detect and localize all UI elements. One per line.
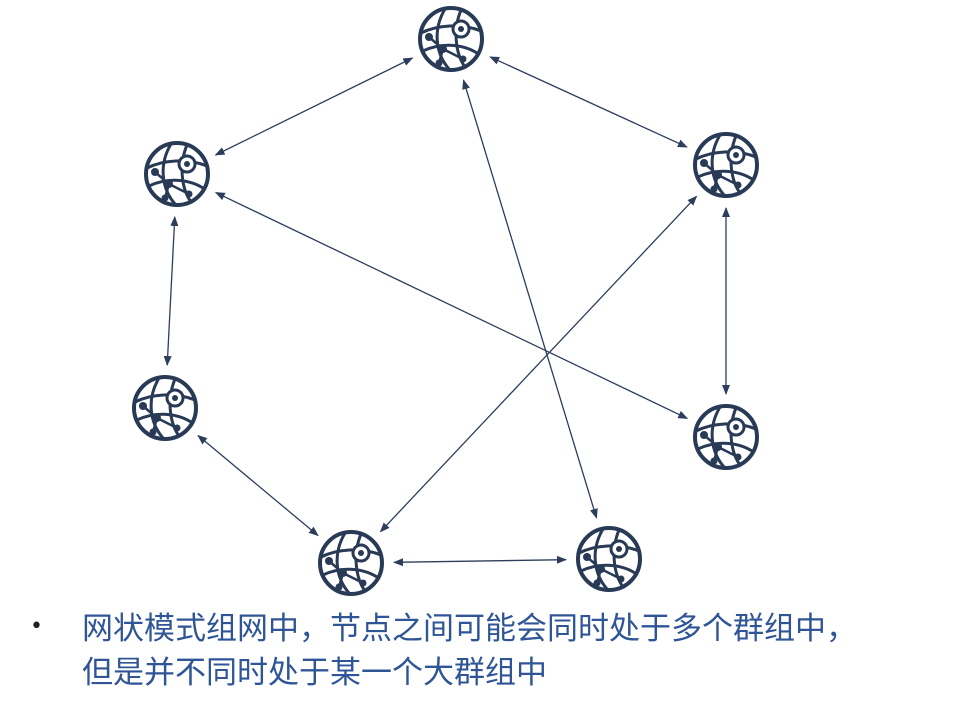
globe-network-icon-n-upper-right: [693, 132, 759, 198]
globe-network-icon-n-bottom-left: [318, 530, 384, 596]
edge-n-top-n-upper-left: [214, 57, 414, 156]
edge-n-bottom-left-n-bottom-right: [392, 555, 568, 567]
bullet-dot: •: [30, 614, 43, 639]
globe-network-icon-n-lower-right: [693, 404, 759, 470]
edge-n-top-n-upper-right: [489, 56, 688, 148]
globe-network-icon-n-lower-left: [132, 375, 198, 441]
globe-network-icon-n-top: [418, 6, 484, 72]
edge-n-upper-right-n-bottom-left: [379, 195, 698, 533]
node-layer: [132, 6, 759, 596]
edge-n-upper-left-n-lower-left: [163, 215, 179, 367]
caption-bullet: • 网状模式组网中，节点之间可能会同时处于多个群组中， 但是并不同时处于某一个大…: [30, 607, 970, 695]
globe-network-icon-n-bottom-right: [576, 526, 642, 592]
edge-layer: [163, 56, 730, 567]
caption-line-1: 网状模式组网中，节点之间可能会同时处于多个群组中，: [82, 611, 857, 647]
caption-text: 网状模式组网中，节点之间可能会同时处于多个群组中， 但是并不同时处于某一个大群组…: [82, 607, 970, 695]
edge-n-top-n-bottom-right: [462, 79, 598, 519]
caption-line-2: 但是并不同时处于某一个大群组中: [82, 655, 547, 691]
globe-network-icon-n-upper-left: [144, 141, 210, 207]
edge-n-lower-left-n-bottom-left: [197, 434, 319, 537]
edge-n-upper-left-n-lower-right: [214, 191, 689, 420]
